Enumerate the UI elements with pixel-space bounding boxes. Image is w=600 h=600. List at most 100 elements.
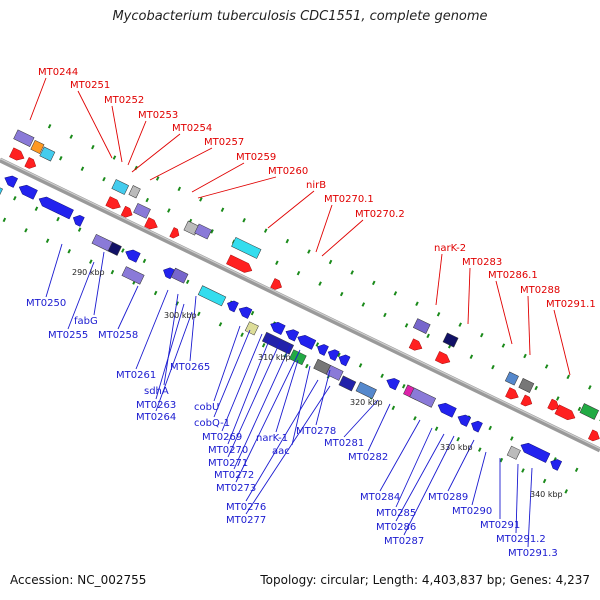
gene-label-reverse[interactable]: MT0265 bbox=[170, 362, 210, 373]
gene-label-reverse[interactable]: cobU bbox=[194, 402, 219, 413]
gene-label-forward[interactable]: MT0291.1 bbox=[546, 299, 596, 310]
gene-feature[interactable] bbox=[17, 183, 38, 200]
gene-label-forward[interactable]: MT0286.1 bbox=[488, 270, 538, 281]
gene-label-reverse[interactable]: narK-1 bbox=[256, 433, 288, 444]
gene-feature[interactable] bbox=[268, 320, 286, 335]
gene-feature[interactable] bbox=[161, 266, 175, 280]
gene-label-reverse[interactable]: cobQ-1 bbox=[194, 418, 230, 429]
gene-label-forward[interactable]: MT0288 bbox=[520, 285, 560, 296]
gene-feature[interactable] bbox=[412, 318, 431, 334]
gene-feature[interactable] bbox=[506, 445, 521, 460]
gene-feature[interactable] bbox=[469, 419, 483, 433]
gene-label-reverse[interactable]: MT0269 bbox=[202, 432, 242, 443]
gene-feature[interactable] bbox=[194, 223, 212, 240]
gene-label-reverse[interactable]: MT0282 bbox=[348, 452, 388, 463]
gene-label-reverse[interactable]: MT0272 bbox=[214, 470, 254, 481]
gene-feature[interactable] bbox=[226, 254, 254, 275]
gene-feature[interactable] bbox=[30, 139, 45, 154]
gene-feature[interactable] bbox=[548, 457, 563, 471]
gene-feature[interactable] bbox=[434, 351, 452, 366]
gene-label-reverse[interactable]: MT0263 bbox=[136, 400, 176, 411]
gene-label-forward[interactable]: MT0260 bbox=[268, 166, 308, 177]
gene-feature[interactable] bbox=[144, 217, 159, 231]
gene-feature[interactable] bbox=[121, 266, 145, 285]
gene-feature[interactable] bbox=[225, 299, 239, 313]
gene-feature[interactable] bbox=[547, 398, 561, 412]
gene-feature[interactable] bbox=[325, 364, 344, 381]
gene-label-reverse[interactable]: MT0290 bbox=[452, 506, 492, 517]
gene-label-forward[interactable]: MT0244 bbox=[38, 67, 78, 78]
gene-label-forward[interactable]: MT0259 bbox=[236, 152, 276, 163]
gene-feature[interactable] bbox=[237, 304, 253, 319]
gene-feature[interactable] bbox=[295, 333, 317, 350]
gene-feature[interactable] bbox=[409, 387, 437, 408]
gene-feature[interactable] bbox=[456, 412, 472, 427]
gene-label-reverse[interactable]: MT0284 bbox=[360, 492, 400, 503]
gene-label-reverse[interactable]: sdhA bbox=[144, 386, 169, 397]
gene-feature[interactable] bbox=[13, 129, 35, 147]
gene-label-reverse[interactable]: fabG bbox=[74, 316, 98, 327]
gene-feature[interactable] bbox=[518, 378, 535, 393]
gene-label-reverse[interactable]: MT0255 bbox=[48, 330, 88, 341]
gene-label-reverse[interactable]: aac bbox=[272, 446, 290, 457]
gene-feature[interactable] bbox=[505, 387, 520, 402]
gene-label-reverse[interactable]: MT0264 bbox=[136, 412, 176, 423]
gene-feature[interactable] bbox=[71, 213, 85, 227]
gene-label-forward[interactable]: MT0252 bbox=[104, 95, 144, 106]
gene-feature[interactable] bbox=[355, 381, 377, 400]
gene-feature[interactable] bbox=[270, 278, 284, 291]
gene-feature[interactable] bbox=[436, 401, 457, 418]
gene-label-reverse[interactable]: MT0278 bbox=[296, 426, 336, 437]
gene-feature[interactable] bbox=[128, 185, 141, 199]
gene-label-reverse[interactable]: MT0261 bbox=[116, 370, 156, 381]
gene-label-forward[interactable]: MT0270.1 bbox=[324, 194, 374, 205]
gene-feature[interactable] bbox=[39, 146, 56, 162]
gene-feature[interactable] bbox=[579, 403, 599, 420]
gene-feature[interactable] bbox=[231, 237, 262, 259]
gene-feature[interactable] bbox=[289, 349, 307, 366]
gene-feature[interactable] bbox=[107, 241, 122, 256]
gene-feature[interactable] bbox=[120, 205, 134, 219]
gene-feature[interactable] bbox=[123, 247, 141, 263]
gene-label-reverse[interactable]: MT0291.2 bbox=[496, 534, 546, 545]
gene-label-reverse[interactable]: MT0273 bbox=[216, 483, 256, 494]
gene-feature[interactable] bbox=[3, 173, 18, 188]
gene-feature[interactable] bbox=[519, 441, 551, 463]
gene-feature[interactable] bbox=[197, 285, 227, 307]
gene-label-reverse[interactable]: MT0277 bbox=[226, 515, 266, 526]
gene-label-forward[interactable]: MT0254 bbox=[172, 123, 212, 134]
gene-feature[interactable] bbox=[24, 157, 38, 170]
gene-label-reverse[interactable]: MT0281 bbox=[324, 438, 364, 449]
gene-feature[interactable] bbox=[105, 196, 123, 212]
gene-label-forward[interactable]: nirB bbox=[306, 180, 326, 191]
gene-label-reverse[interactable]: MT0289 bbox=[428, 492, 468, 503]
gene-label-forward[interactable]: MT0257 bbox=[204, 137, 244, 148]
gene-label-forward[interactable]: narK-2 bbox=[434, 243, 466, 254]
gene-feature[interactable] bbox=[170, 267, 189, 284]
gene-feature[interactable] bbox=[504, 371, 519, 386]
gene-label-reverse[interactable]: MT0286 bbox=[376, 522, 416, 533]
gene-feature[interactable] bbox=[0, 182, 3, 199]
gene-label-forward[interactable]: MT0251 bbox=[70, 80, 110, 91]
gene-feature[interactable] bbox=[442, 332, 459, 348]
gene-label-reverse[interactable]: MT0258 bbox=[98, 330, 138, 341]
gene-feature[interactable] bbox=[385, 376, 400, 391]
gene-feature[interactable] bbox=[408, 338, 424, 353]
gene-label-reverse[interactable]: MT0291.3 bbox=[508, 548, 558, 559]
gene-feature[interactable] bbox=[111, 179, 130, 195]
gene-feature[interactable] bbox=[315, 342, 329, 356]
gene-label-forward[interactable]: MT0283 bbox=[462, 257, 502, 268]
gene-label-reverse[interactable]: MT0250 bbox=[26, 298, 66, 309]
gene-feature[interactable] bbox=[338, 375, 357, 392]
gene-label-reverse[interactable]: MT0291 bbox=[480, 520, 520, 531]
gene-label-reverse[interactable]: MT0285 bbox=[376, 508, 416, 519]
gene-feature[interactable] bbox=[261, 331, 294, 355]
gene-feature[interactable] bbox=[284, 327, 300, 342]
gene-label-forward[interactable]: MT0270.2 bbox=[355, 209, 405, 220]
gene-feature[interactable] bbox=[554, 404, 577, 423]
gene-feature[interactable] bbox=[588, 429, 600, 443]
gene-feature[interactable] bbox=[9, 147, 26, 163]
gene-label-reverse[interactable]: MT0271 bbox=[208, 458, 248, 469]
gene-feature[interactable] bbox=[520, 394, 534, 408]
gene-feature[interactable] bbox=[244, 321, 259, 336]
